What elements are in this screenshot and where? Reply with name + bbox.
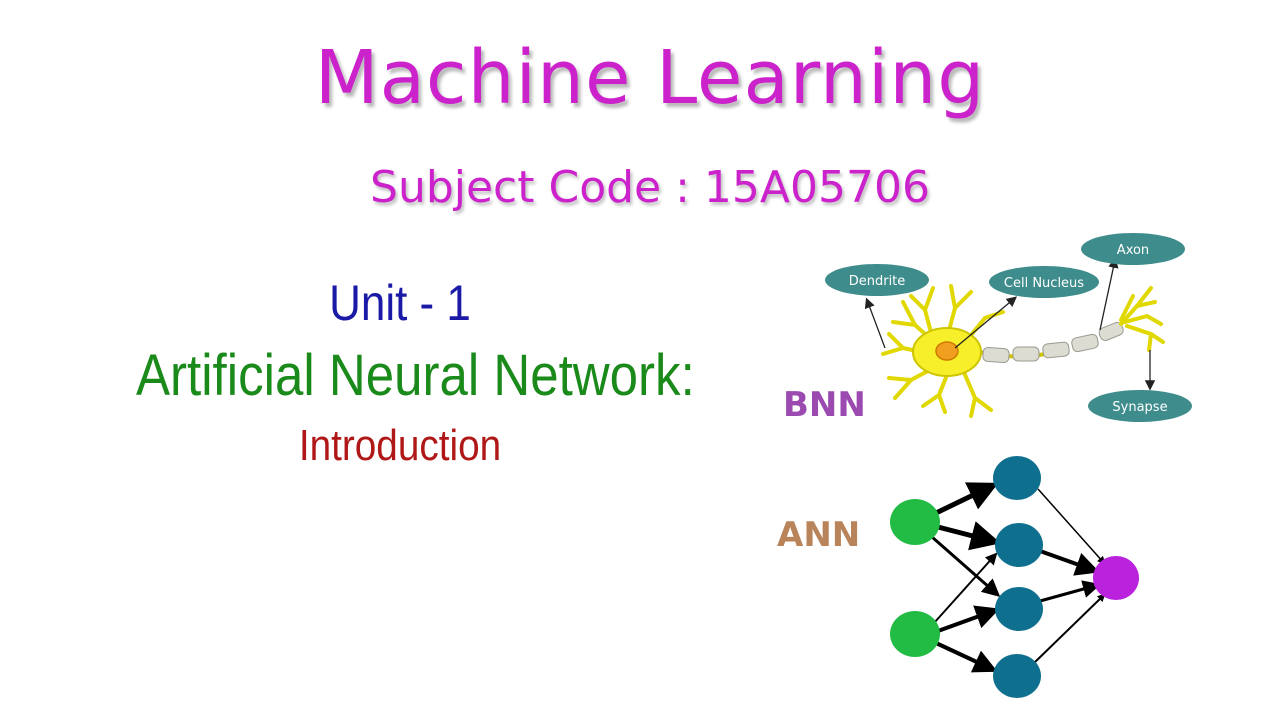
bnn-label: BNN bbox=[783, 385, 866, 425]
hidden-node bbox=[993, 654, 1041, 698]
label-dendrite: Dendrite bbox=[825, 264, 929, 296]
hidden-node bbox=[995, 587, 1043, 631]
subtopic: Introduction bbox=[298, 421, 502, 470]
biological-neuron-diagram: Dendrite Cell Nucleus Axon Synapse bbox=[825, 233, 1192, 422]
cell-nucleus bbox=[935, 341, 959, 361]
label-cell-nucleus-text: Cell Nucleus bbox=[1004, 276, 1084, 291]
input-node bbox=[890, 611, 940, 657]
unit-label: Unit - 1 bbox=[329, 275, 471, 331]
input-node bbox=[890, 499, 940, 545]
input-hidden-edges bbox=[931, 482, 1001, 673]
label-dendrite-text: Dendrite bbox=[849, 274, 906, 289]
output-node bbox=[1093, 556, 1139, 600]
label-cell-nucleus: Cell Nucleus bbox=[989, 266, 1099, 298]
hidden-node bbox=[993, 456, 1041, 500]
label-synapse-text: Synapse bbox=[1112, 400, 1167, 415]
unit-info: Unit - 1 Artificial Neural Network: Intr… bbox=[100, 270, 700, 476]
axon-myelin bbox=[979, 321, 1124, 364]
ann-label: ANN bbox=[777, 515, 861, 555]
label-axon-text: Axon bbox=[1117, 243, 1149, 258]
artificial-neural-network-diagram bbox=[890, 456, 1139, 698]
pointer-lines bbox=[864, 257, 1156, 391]
axon-terminals bbox=[1119, 286, 1165, 352]
hidden-node bbox=[995, 523, 1043, 567]
slide-title: Machine Learning bbox=[314, 35, 986, 121]
label-synapse: Synapse bbox=[1088, 390, 1192, 422]
topic-title: Artificial Neural Network: bbox=[136, 343, 695, 408]
subject-code: Subject Code : 15A05706 bbox=[370, 162, 930, 213]
hidden-output-edges bbox=[1033, 488, 1106, 664]
label-axon: Axon bbox=[1081, 233, 1185, 265]
